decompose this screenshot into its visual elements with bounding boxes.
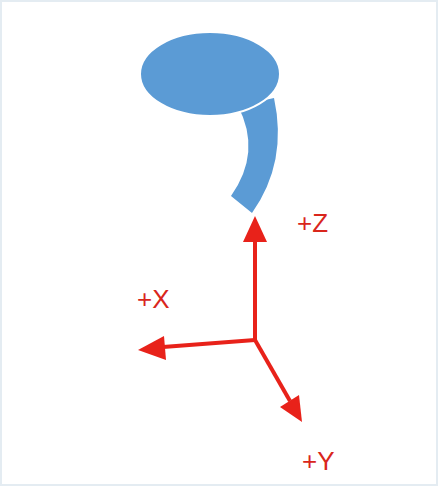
y-arrowhead — [280, 395, 302, 422]
tail-shape — [231, 98, 278, 213]
axis-label: +X — [137, 286, 170, 312]
head-shape — [140, 32, 280, 116]
axis-label: +Z — [297, 210, 328, 236]
z-arrowhead — [243, 216, 267, 242]
x-arrowhead — [138, 336, 166, 360]
axes — [138, 216, 302, 422]
z-axis — [253, 238, 257, 340]
x-axis — [163, 340, 255, 347]
axis-label: +Y — [302, 448, 335, 474]
y-axis — [255, 340, 290, 401]
